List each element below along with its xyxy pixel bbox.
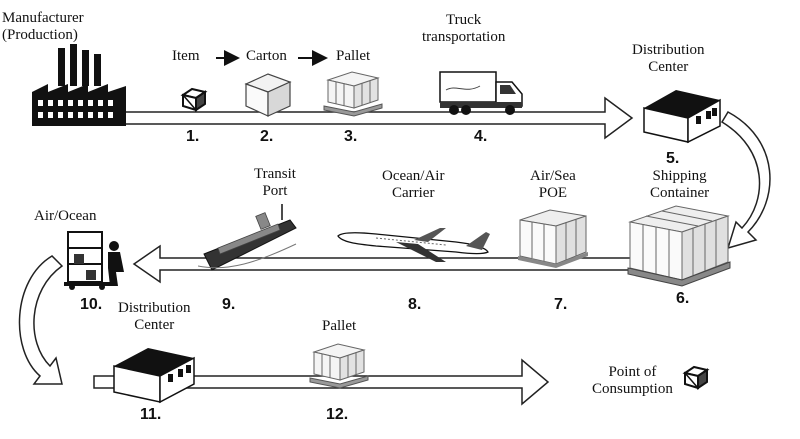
step-number: 4. [474,128,488,145]
step-number: 11. [140,406,162,423]
step-number: 6. [676,290,690,307]
label-pallet-bottom: Pallet [322,318,357,334]
arrow-curve-left [18,255,64,385]
step-number: 10. [80,296,103,313]
item-box-icon [682,365,710,390]
step-number: 9. [222,296,236,313]
step-number: 7. [554,296,568,313]
ship-icon [198,204,297,271]
step-number: 12. [326,406,349,423]
step-number: 8. [408,296,422,313]
step-number: 1. [186,128,200,145]
factory-icon [32,44,126,126]
step-number: 5. [666,150,680,167]
arrow-top [109,96,634,140]
warehouse-icon [643,90,721,144]
airplane-icon [337,228,490,262]
item-box-icon [180,87,208,112]
label-manufacturer: Manufacturer(Production) [2,10,84,43]
step-number: 3. [344,128,358,145]
warehouse-icon [113,348,195,404]
carton-icon [244,73,292,117]
step-number: 2. [260,128,274,145]
truck-icon [439,71,523,115]
dock-worker-icon [64,231,124,290]
pallet-icon [309,343,369,389]
arrow-middle [132,244,641,284]
label-carton: Carton [246,48,287,64]
label-pallet-top: Pallet [336,48,371,64]
pallet-icon [323,71,383,117]
label-item: Item [172,48,200,64]
shipping-container-icon [627,205,731,287]
pallet-stack-icon [518,209,588,268]
label-air-ocean: Air/Ocean [34,208,97,224]
